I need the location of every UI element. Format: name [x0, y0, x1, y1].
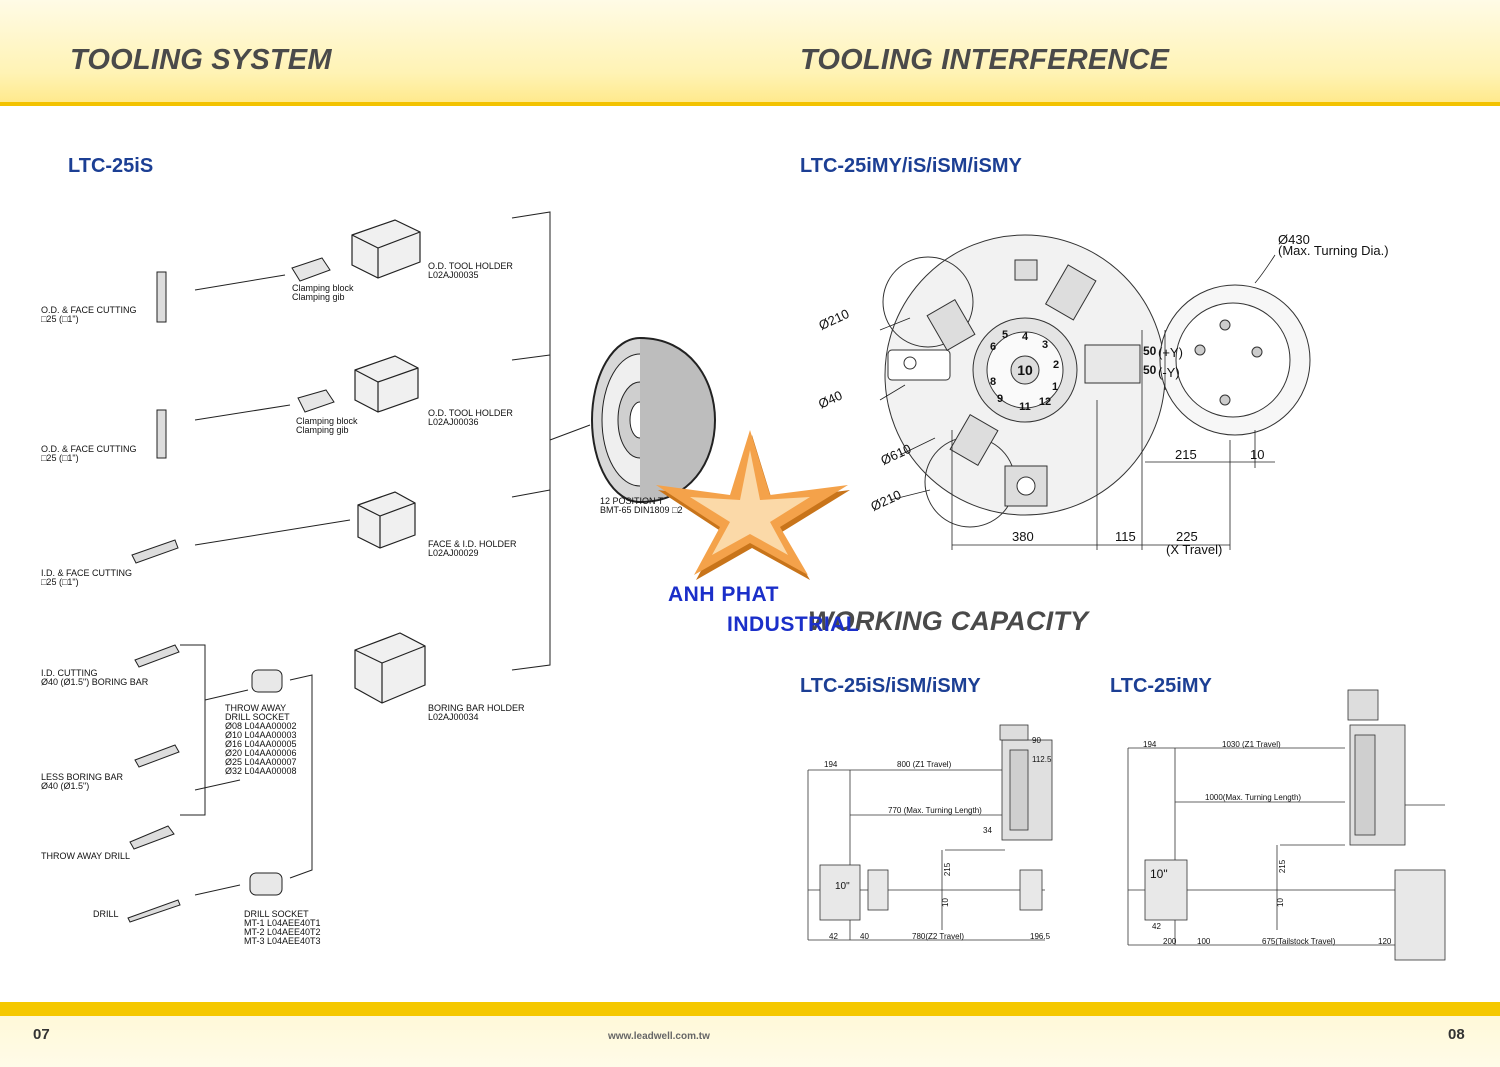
tooling-model-heading: LTC-25iS: [68, 155, 154, 177]
dim-minus-y: (-Y): [1158, 365, 1180, 380]
boring-holder-icon: [354, 632, 426, 704]
svg-text:6: 6: [990, 341, 996, 353]
header-rule: [0, 102, 1500, 106]
cap-right-tail: 675(Tailstock Travel): [1262, 937, 1336, 946]
clamping-block-1-icon: [291, 257, 331, 282]
svg-text:11: 11: [1019, 401, 1031, 413]
tooling-interference-title: TOOLING INTERFERENCE: [800, 44, 1170, 76]
cap-right-10: 10: [1275, 898, 1285, 907]
dim-380: 380: [1012, 529, 1034, 544]
svg-text:10: 10: [1017, 362, 1033, 378]
page-header: [0, 0, 1500, 104]
cap-right-chuck: 10": [1150, 867, 1168, 881]
cap-left-10: 10: [940, 898, 950, 907]
dim-225: 225: [1176, 529, 1198, 544]
od-holder-1-icon: [351, 219, 421, 279]
dim-x-travel: (X Travel): [1166, 542, 1223, 557]
dim-215: 215: [1175, 447, 1197, 462]
od-face-cutting-2-label: O.D. & FACE CUTTING□25 (□1"): [41, 444, 137, 463]
svg-text:8: 8: [990, 376, 996, 388]
od-tool-1-icon: [156, 271, 167, 323]
website-url: www.leadwell.com.tw: [608, 1031, 710, 1042]
capacity-left-model: LTC-25iS/iSM/iSMY: [800, 675, 981, 697]
id-face-cutting-label: I.D. & FACE CUTTING□25 (□1"): [41, 568, 133, 587]
dim-d430: Ø430: [1278, 232, 1310, 247]
drill-socket-icon: [249, 872, 283, 896]
cap-right-120: 120: [1378, 937, 1392, 946]
star-watermark-icon: [656, 430, 850, 580]
page-number-left: 07: [33, 1026, 50, 1043]
interference-model-heading: LTC-25iMY/iS/iSM/iSMY: [800, 155, 1022, 177]
drill-label: DRILL: [93, 909, 119, 919]
od-face-cutting-1-label: O.D. & FACE CUTTING□25 (□1"): [41, 305, 137, 324]
cap-left-chuck: 10": [835, 881, 850, 892]
id-face-tool-icon: [131, 539, 179, 564]
cap-left-42: 42: [829, 932, 838, 941]
turret-disc-icon: [591, 337, 717, 503]
cap-right-215: 215: [1278, 859, 1288, 874]
throw-away-drill-label: THROW AWAY DRILL: [41, 851, 131, 861]
cap-left-1125: 112.5: [1032, 755, 1052, 764]
cap-left-40: 40: [860, 932, 869, 941]
svg-text:3: 3: [1042, 339, 1048, 351]
cap-left-194: 194: [824, 760, 838, 769]
svg-text:4: 4: [1022, 331, 1029, 343]
dim-50a: 50: [1143, 344, 1157, 358]
cap-left-z2: 780(Z2 Travel): [912, 932, 965, 941]
page-number-right: 08: [1448, 1026, 1465, 1043]
cap-right-200: 200: [1163, 937, 1177, 946]
dim-max-turning: (Max. Turning Dia.): [1278, 243, 1389, 258]
svg-text:12: 12: [1039, 396, 1051, 408]
dim-115: 115: [1115, 529, 1136, 544]
cap-right-100: 100: [1197, 937, 1211, 946]
cap-right-42: 42: [1152, 922, 1161, 931]
svg-text:1: 1: [1052, 381, 1058, 393]
cap-right-194: 194: [1143, 740, 1157, 749]
clamping-block-2-icon: [297, 389, 335, 413]
od-tool-2-icon: [156, 409, 167, 459]
throw-away-socket-icon: [251, 669, 283, 693]
boring-bar-icon: [134, 644, 180, 668]
dim-10: 10: [1250, 447, 1265, 462]
cap-right-maxlen: 1000(Max. Turning Length): [1205, 793, 1302, 802]
od-holder-2-icon: [354, 355, 419, 413]
dim-plus-y: (+Y): [1158, 345, 1183, 360]
cap-left-z1: 800 (Z1 Travel): [897, 760, 952, 769]
less-boring-bar-icon: [134, 744, 180, 768]
watermark-line-1: ANH PHAT: [668, 583, 779, 606]
svg-text:2: 2: [1053, 359, 1059, 371]
cap-left-maxlen: 770 (Max. Turning Length): [888, 806, 982, 815]
tooling-system-title: TOOLING SYSTEM: [70, 44, 332, 76]
footer-rule: [0, 1002, 1500, 1016]
cap-left-34: 34: [983, 826, 992, 835]
dim-50b: 50: [1143, 363, 1157, 377]
cap-right-z1: 1030 (Z1 Travel): [1222, 740, 1281, 749]
svg-text:9: 9: [997, 393, 1003, 405]
working-capacity-title: WORKING CAPACITY: [808, 606, 1089, 636]
cap-left-90: 90: [1032, 736, 1041, 745]
capacity-right-model: LTC-25iMY: [1110, 675, 1212, 697]
cap-left-215: 215: [943, 862, 953, 877]
throw-away-drill-icon: [129, 825, 175, 850]
face-id-holder-icon: [357, 491, 416, 549]
cap-left-1965: 196.5: [1030, 932, 1051, 941]
watermark-line-2: INDUSTRIAL: [727, 613, 860, 636]
drill-icon: [127, 899, 181, 923]
svg-text:5: 5: [1002, 329, 1008, 341]
